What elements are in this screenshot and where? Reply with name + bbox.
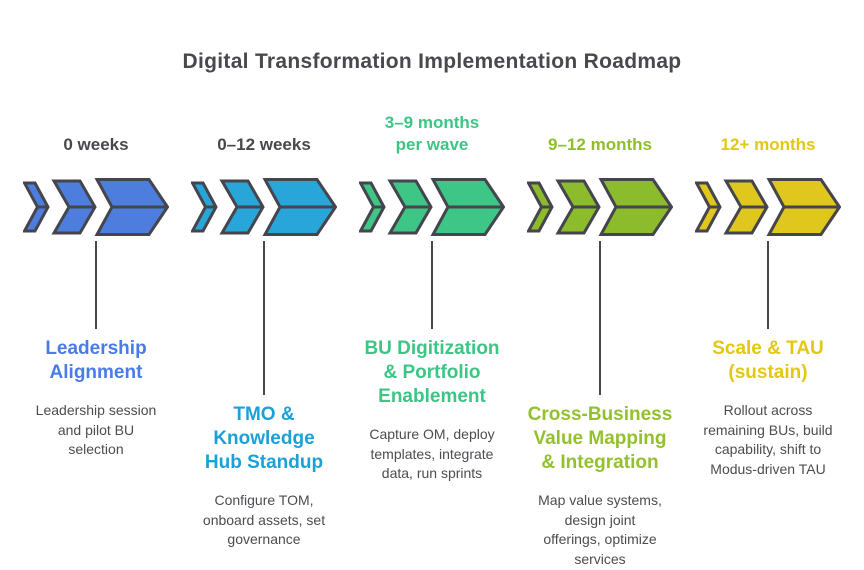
phase-column-leadership-alignment: 0 weeks Leadership Alignment Leadership … — [12, 100, 180, 569]
duration-label: 9–12 months — [548, 135, 652, 154]
chevron-arrows-icon — [191, 178, 337, 236]
phase-column-bu-digitization: 3–9 months per wave BU Digitization & Po… — [348, 100, 516, 569]
chevron-arrows-icon — [695, 178, 841, 236]
duration-label: 12+ months — [720, 135, 816, 154]
connector-line — [95, 241, 97, 329]
connector-line — [767, 241, 769, 329]
duration-label: 3–9 months per wave — [384, 113, 480, 154]
chevron-arrows-icon — [527, 178, 673, 236]
phase-description: Leadership session and pilot BU selectio… — [35, 402, 157, 457]
phase-title: Scale & TAU (sustain) — [712, 338, 824, 383]
phase-column-tmo-knowledge-hub: 0–12 weeks TMO & Knowledge Hub Standup C… — [180, 100, 348, 569]
phases-row: 0 weeks Leadership Alignment Leadership … — [12, 100, 852, 569]
connector-line — [263, 241, 265, 395]
phase-column-scale-tau: 12+ months Scale & TAU (sustain) Rollout… — [684, 100, 852, 569]
phase-description: Map value systems, design joint offering… — [538, 492, 662, 567]
chevron-arrows-icon — [23, 178, 169, 236]
duration-label: 0–12 weeks — [217, 135, 311, 154]
page-title: Digital Transformation Implementation Ro… — [182, 50, 682, 73]
chevron-arrows-icon — [359, 178, 505, 236]
phase-title: TMO & Knowledge Hub Standup — [204, 404, 324, 473]
phase-description: Rollout across remaining BUs, build capa… — [703, 402, 833, 477]
connector-line — [431, 241, 433, 329]
phase-column-cross-business-value: 9–12 months Cross-Business Value Mapping… — [516, 100, 684, 569]
phase-description: Capture OM, deploy templates, integrate … — [369, 426, 495, 481]
connector-line — [599, 241, 601, 395]
phase-title: Leadership Alignment — [45, 338, 147, 383]
phase-title: BU Digitization & Portfolio Enablement — [364, 338, 500, 407]
duration-label: 0 weeks — [63, 135, 129, 154]
phase-description: Configure TOM, onboard assets, set gover… — [202, 492, 326, 547]
phase-title: Cross-Business Value Mapping & Integrati… — [527, 404, 673, 473]
